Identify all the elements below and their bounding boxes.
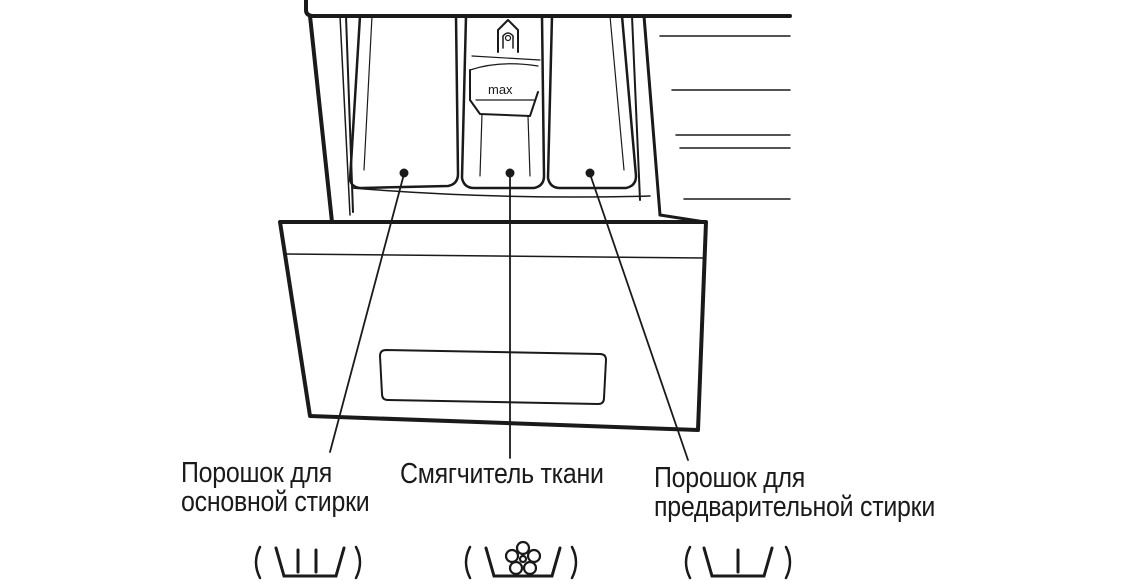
compartment-II-icon (254, 545, 362, 580)
label-main-wash-line1: Порошок для (181, 457, 333, 489)
pointer-main-wash (329, 173, 405, 453)
main-wash-compartment (348, 14, 460, 190)
softener-compartment (460, 14, 546, 190)
label-softener-line1: Смягчитель ткани (400, 458, 604, 490)
drawer-handle[interactable] (379, 349, 607, 405)
pointer-prewash (589, 173, 689, 461)
machine-housing (304, 0, 792, 224)
drawer-front-panel (278, 220, 708, 432)
label-prewash: Порошок для предварительной стирки (654, 464, 935, 522)
flower-icon (464, 540, 578, 580)
pointer-dots (399, 168, 595, 178)
compartment-I-icon (684, 545, 792, 580)
label-softener: Смягчитель ткани (400, 460, 604, 489)
label-prewash-line1: Порошок для (654, 462, 806, 494)
label-main-wash-line2: основной стирки (181, 486, 370, 518)
label-main-wash: Порошок для основной стирки (181, 457, 370, 518)
pointer-lines (329, 173, 689, 461)
max-level-mark: max (488, 82, 513, 97)
drawer-body (308, 14, 651, 224)
prewash-compartment (546, 14, 638, 190)
label-prewash-line2: предварительной стирки (654, 491, 935, 523)
